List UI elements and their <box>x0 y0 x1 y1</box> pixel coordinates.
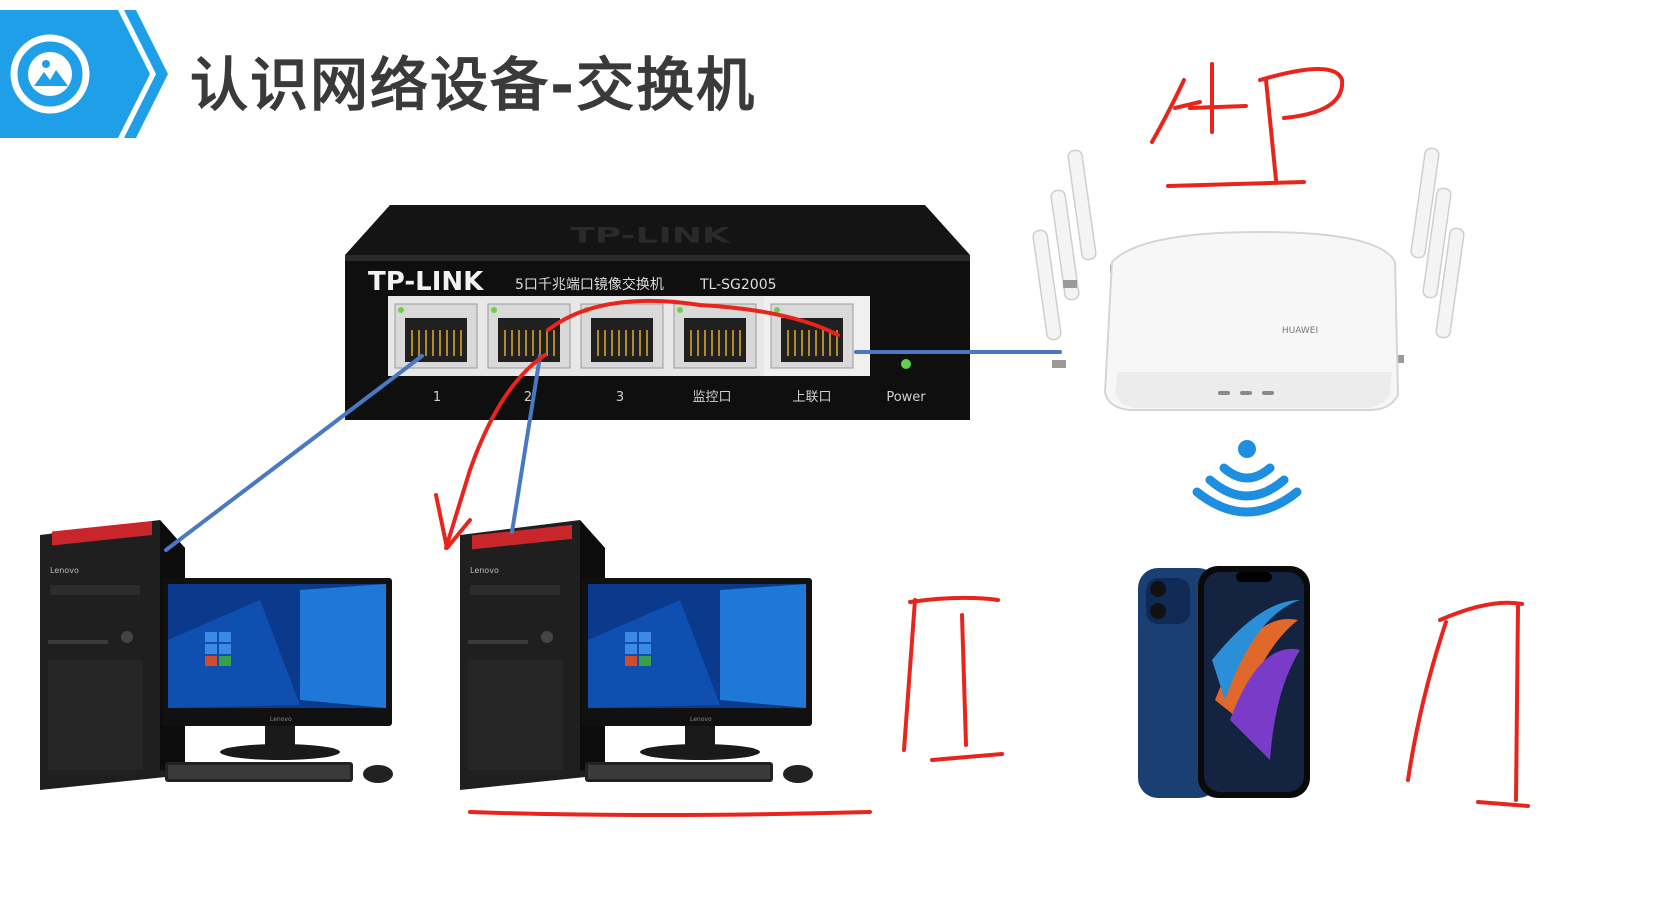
power-led <box>901 359 911 369</box>
ethernet-port-uplink <box>770 303 854 369</box>
ethernet-port-2 <box>487 303 571 369</box>
port-label-2: 2 <box>524 390 532 405</box>
power-label: Power <box>886 390 926 405</box>
desktop-computer-2: Lenovo Lenovo <box>460 520 813 790</box>
network-cables <box>164 350 1062 552</box>
page-title: 认识网络设备-交换机 <box>190 51 757 119</box>
switch-description: 5口千兆端口镜像交换机 <box>515 276 664 293</box>
switch-model: TL-SG2005 <box>699 277 777 293</box>
monitor1-brand: Lenovo <box>270 716 292 723</box>
ethernet-port-1 <box>394 303 478 369</box>
monitor2-brand: Lenovo <box>690 716 712 723</box>
title-banner <box>0 10 170 138</box>
switch-brand: TP-LINK <box>368 267 484 297</box>
handwritten-annotations <box>434 62 1530 817</box>
wireless-access-point: HUAWEI <box>1032 147 1465 411</box>
ethernet-port-monitor <box>673 303 757 369</box>
port-label-monitor: 监控口 <box>692 390 731 405</box>
smartphone <box>1138 566 1310 798</box>
pc2-brand: Lenovo <box>470 566 499 575</box>
port-label-3: 3 <box>616 390 624 405</box>
port-label-uplink: 上联口 <box>792 390 831 405</box>
network-switch: TP-LINK TP-LINK 5口千兆端口镜像交换机 TL-SG2005 <box>345 205 970 420</box>
desktop-computer-1: Lenovo Lenovo <box>40 520 393 790</box>
port-label-1: 1 <box>433 390 441 405</box>
wifi-icon <box>1192 440 1302 517</box>
ethernet-port-3 <box>580 303 664 369</box>
ap-brand: HUAWEI <box>1282 326 1318 336</box>
switch-top-brand: TP-LINK <box>570 222 731 247</box>
pc1-brand: Lenovo <box>50 566 79 575</box>
image-icon <box>0 10 168 138</box>
